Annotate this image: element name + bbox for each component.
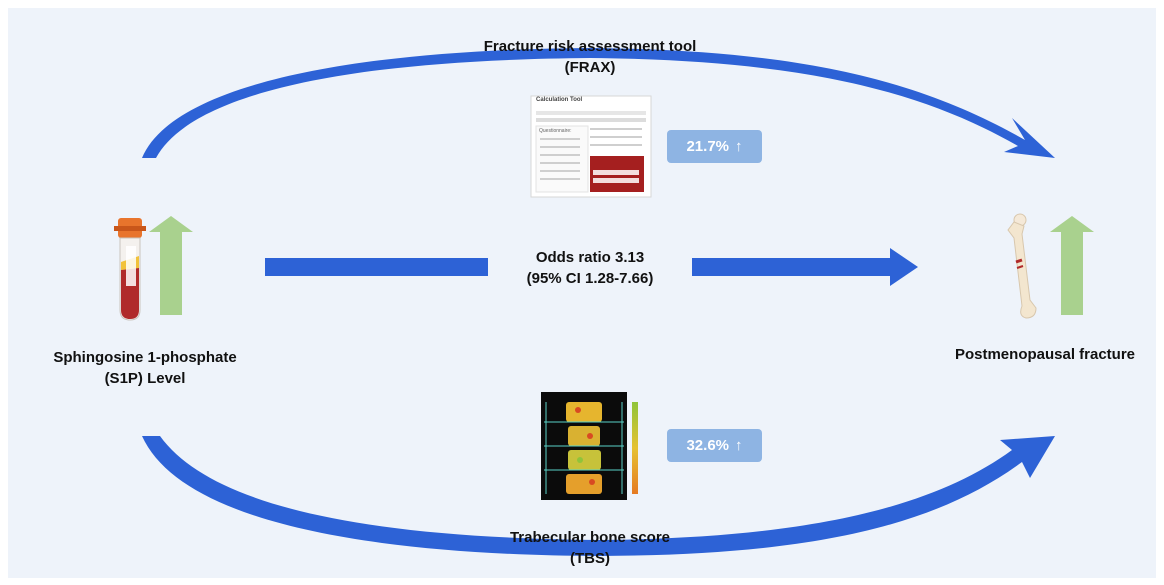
femur-bone-icon [1007, 213, 1037, 319]
s1p-increase-arrow [149, 216, 193, 315]
blood-tube-icon [114, 218, 146, 321]
tbs-label: Trabecular bone score (TBS) [450, 527, 730, 569]
frax-tool-section: Questionnaire: [539, 128, 572, 134]
odds-ratio-line1: Odds ratio 3.13 [535, 249, 645, 266]
frax-increase-value: 21.7% [686, 138, 730, 155]
tbs-label-line2: (TBS) [570, 550, 610, 567]
odds-arrow-head [692, 248, 918, 286]
tbs-label-line1: Trabecular bone score [509, 529, 671, 546]
frax-increase-badge: 21.7% ↑ [667, 130, 762, 163]
frax-label-line2: (FRAX) [564, 59, 616, 76]
tbs-increase-badge: 32.6% ↑ [667, 429, 762, 462]
s1p-label-line1: Sphingosine 1-phosphate [53, 349, 237, 366]
outcome-label: Postmenopausal fracture [954, 346, 1136, 363]
frax-tool-title: Calculation Tool [536, 97, 583, 103]
frax-label: Fracture risk assessment tool (FRAX) [440, 36, 740, 78]
frax-tool-thumbnail [530, 95, 652, 198]
s1p-label: Sphingosine 1-phosphate (S1P) Level [40, 347, 250, 389]
tbs-color-scale [632, 402, 638, 494]
tbs-curve-arrow [142, 436, 1055, 556]
s1p-label-line2: (S1P) Level [104, 370, 186, 387]
fracture-increase-arrow [1050, 216, 1094, 315]
frax-label-line1: Fracture risk assessment tool [483, 38, 697, 55]
odds-ratio-ci: (95% CI 1.28-7.66) [526, 270, 654, 287]
up-arrow-icon: ↑ [735, 138, 743, 155]
tbs-increase-value: 32.6% [686, 437, 730, 454]
frax-curve-arrow [142, 48, 1055, 158]
up-arrow-icon: ↑ [735, 437, 743, 454]
odds-ratio-label: Odds ratio 3.13 (95% CI 1.28-7.66) [470, 247, 710, 289]
odds-arrow-shaft-left [265, 258, 488, 276]
tbs-scan-image [541, 392, 627, 500]
